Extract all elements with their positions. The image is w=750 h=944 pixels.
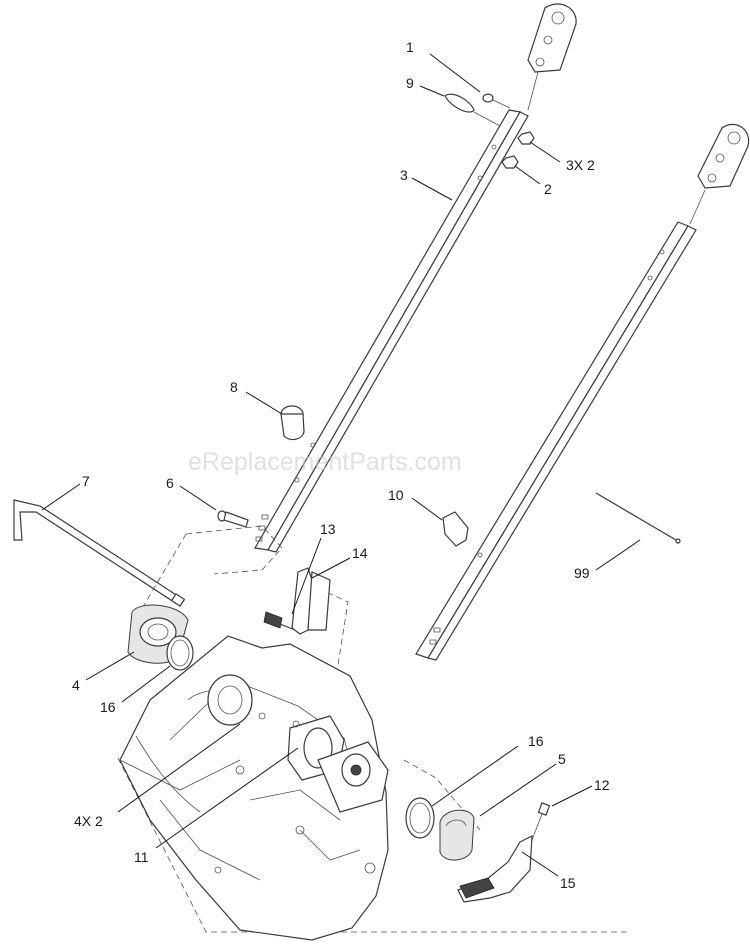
callout-4: 4 [72,677,80,693]
callout-15: 15 [560,875,576,891]
hardware-clip-9 [444,93,501,127]
callout-11: 11 [134,849,149,865]
handle-top-bracket-left [527,3,577,111]
ring-16-left [166,635,194,671]
handle-bar-left [254,109,529,553]
callout-3x2: 3X 2 [566,157,595,173]
lever-14 [291,567,331,635]
callout-9: 9 [406,75,414,91]
rod-7 [13,499,186,607]
cover-5 [439,809,475,861]
callout-5: 5 [558,751,566,767]
hardware-bolt-1 [482,93,511,109]
handle-top-bracket-right [689,123,750,225]
knob-8 [280,405,305,441]
handle-bar-right [415,221,697,661]
fitting-12 [531,802,551,841]
leader-lines [41,53,641,877]
callout-7: 7 [82,473,90,489]
pin-6 [217,510,249,528]
callout-14: 14 [352,545,368,561]
callout-6: 6 [166,475,174,491]
callout-3: 3 [400,167,408,183]
callout-2: 2 [544,181,552,197]
main-body [119,635,389,941]
watermark-text: eReplacementParts.com [188,448,462,476]
cable-tie-99 [595,492,681,544]
callout-1: 1 [406,39,414,55]
ring-16-right [405,797,435,839]
hardware-nut-3 [517,131,535,145]
callout-8: 8 [230,379,238,395]
callout-16-left: 16 [100,699,116,715]
hardware-nut-2 [501,155,519,169]
callout-13: 13 [320,521,336,537]
callout-16-right: 16 [528,733,544,749]
callout-10: 10 [388,487,404,503]
callout-99: 99 [574,565,590,581]
callout-4x2: 4X 2 [74,813,103,829]
bracket-10 [442,511,469,547]
pedal-15 [457,834,533,903]
callout-12: 12 [594,777,610,793]
